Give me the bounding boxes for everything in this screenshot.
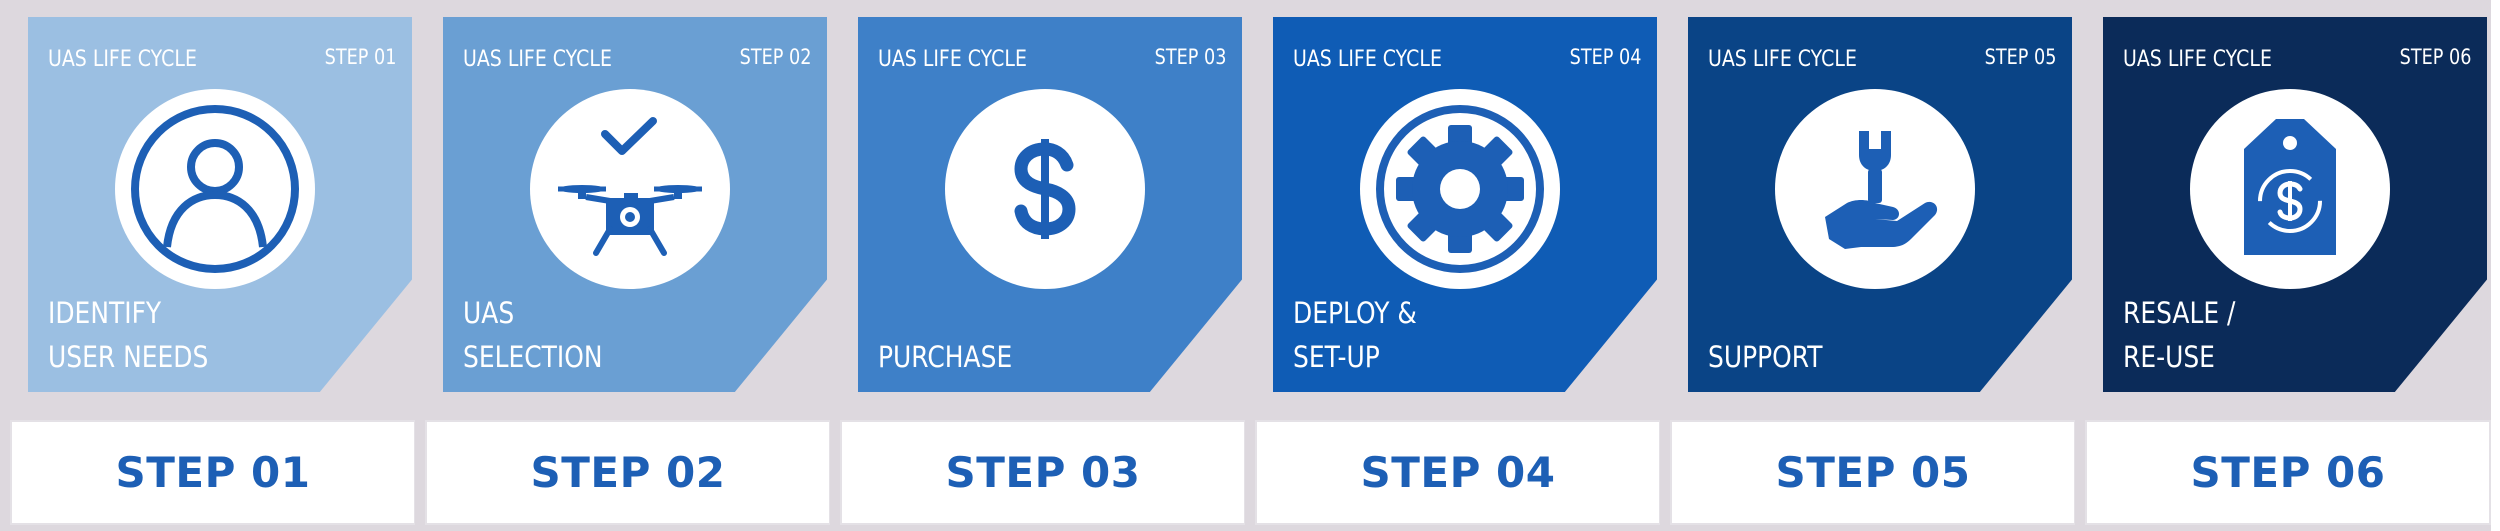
step-panel-06: UAS LIFE CYCLE STEP 06 RESALE / RE-USE S…: [2075, 0, 2491, 531]
icon-circle: [115, 89, 315, 289]
life-cycle-label: UAS LIFE CYCLE: [1293, 47, 1442, 72]
step-footer-02: STEP 02: [425, 420, 831, 525]
life-cycle-label: UAS LIFE CYCLE: [48, 47, 197, 72]
step-panel-02: UAS LIFE CYCLE STEP 02: [415, 0, 831, 531]
step-number: STEP 03: [1154, 45, 1226, 69]
step-card-04: UAS LIFE CYCLE STEP 04 DEPLOY &: [1273, 17, 1657, 392]
step-panel-03: UAS LIFE CYCLE STEP 03 PURCHASE STEP 03: [830, 0, 1246, 531]
step-panel-04: UAS LIFE CYCLE STEP 04 DEPLOY &: [1245, 0, 1661, 531]
step-card-02: UAS LIFE CYCLE STEP 02: [443, 17, 827, 392]
step-title: RESALE / RE-USE: [2123, 287, 2347, 379]
step-title-line-2: PURCHASE: [878, 340, 1013, 374]
step-title-line-2: SET-UP: [1293, 340, 1380, 374]
user-icon: [131, 105, 299, 273]
step-panel-01: UAS LIFE CYCLE STEP 01 IDENTIFY USER NEE…: [0, 0, 416, 531]
step-title: PURCHASE: [878, 287, 1102, 379]
step-title-line-2: SUPPORT: [1708, 340, 1823, 374]
step-title: DEPLOY & SET-UP: [1293, 287, 1517, 379]
step-title-line-1: DEPLOY &: [1293, 296, 1417, 330]
icon-circle: [945, 89, 1145, 289]
step-number: STEP 04: [1569, 45, 1641, 69]
step-title: IDENTIFY USER NEEDS: [48, 287, 272, 379]
step-number: STEP 02: [739, 45, 811, 69]
drone-icon: [558, 117, 702, 256]
step-panel-05: UAS LIFE CYCLE STEP 05 SUPPORT STEP 05: [1660, 0, 2076, 531]
step-title-line-2: RE-USE: [2123, 340, 2215, 374]
icon-circle: [2190, 89, 2390, 289]
life-cycle-label: UAS LIFE CYCLE: [1708, 47, 1857, 72]
step-footer-03: STEP 03: [840, 420, 1246, 525]
step-number: STEP 05: [1984, 45, 2056, 69]
life-cycle-label: UAS LIFE CYCLE: [463, 47, 612, 72]
life-cycle-label: UAS LIFE CYCLE: [878, 47, 1027, 72]
step-footer-06: STEP 06: [2085, 420, 2491, 525]
icon-circle: [530, 89, 730, 289]
price-tag-icon: [2244, 119, 2336, 255]
step-card-05: UAS LIFE CYCLE STEP 05 SUPPORT: [1688, 17, 2072, 392]
gear-icon: [1376, 105, 1544, 273]
step-number: STEP 01: [324, 45, 396, 69]
step-number: STEP 06: [2399, 45, 2471, 69]
step-title-line-2: SELECTION: [463, 340, 603, 374]
step-title-line-1: RESALE /: [2123, 296, 2236, 330]
step-title: UAS SELECTION: [463, 287, 687, 379]
step-card-03: UAS LIFE CYCLE STEP 03 PURCHASE: [858, 17, 1242, 392]
step-title-line-1: UAS: [463, 296, 515, 330]
step-footer-05: STEP 05: [1670, 420, 2076, 525]
life-cycle-label: UAS LIFE CYCLE: [2123, 47, 2272, 72]
step-title-line-2: USER NEEDS: [48, 340, 209, 374]
dollar-icon: [1014, 139, 1076, 239]
step-footer-04: STEP 04: [1255, 420, 1661, 525]
step-card-01: UAS LIFE CYCLE STEP 01 IDENTIFY USER NEE…: [28, 17, 412, 392]
step-title-line-1: IDENTIFY: [48, 296, 162, 330]
step-footer-01: STEP 01: [10, 420, 416, 525]
step-title: SUPPORT: [1708, 287, 1932, 379]
icon-circle: [1360, 89, 1560, 289]
icon-circle: [1775, 89, 1975, 289]
step-card-06: UAS LIFE CYCLE STEP 06 RESALE / RE-USE: [2103, 17, 2487, 392]
wrench-hand-icon: [1825, 131, 1938, 249]
